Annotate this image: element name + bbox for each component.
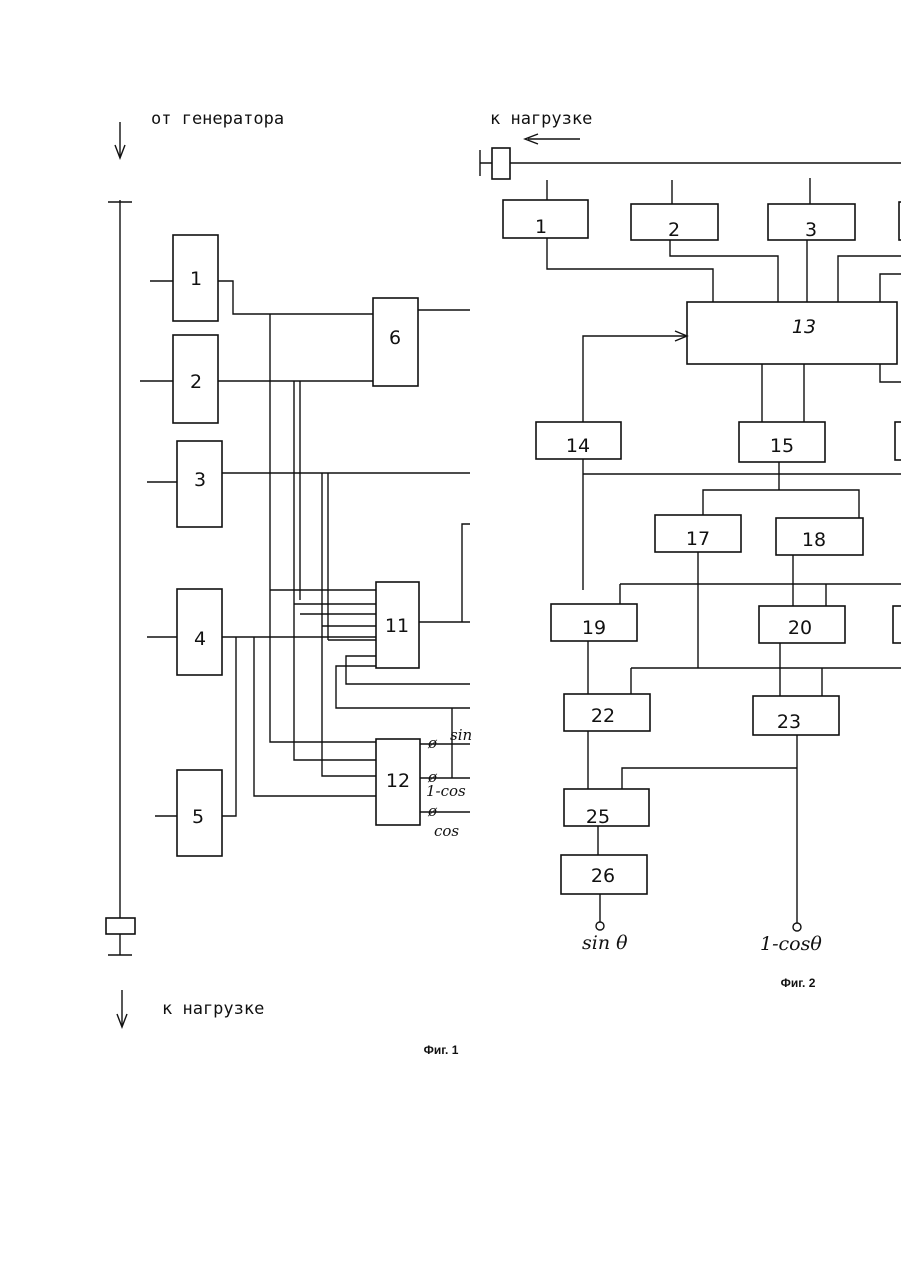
fig2-block-15-label: 15 [770, 435, 794, 457]
load-sensor-block [106, 918, 135, 934]
figure-1: от генератора к нагрузке 1 2 3 4 5 6 11 [106, 109, 472, 1057]
fig1-block-6-label: 6 [389, 327, 401, 349]
fig2-block-18-label: 18 [802, 529, 826, 551]
fig2-block-partial [893, 606, 901, 643]
fig2-caption: Фиг. 2 [781, 976, 816, 990]
fig2-block-partial [895, 422, 901, 460]
fig2-block-23-label: 23 [777, 711, 801, 733]
fig1-block-3-label: 3 [194, 469, 206, 491]
fig1-block-12-label: 12 [386, 770, 410, 792]
fig2-block-13-label: 13 [792, 316, 816, 338]
fig1-output-one-minus-cos: 1-cos [426, 782, 466, 800]
output-terminal-one-minus-cos [793, 923, 801, 931]
fig1-output-sin: sin [450, 726, 472, 744]
fig1-block-4-label: 4 [194, 628, 206, 650]
fig2-block-3-label: 3 [805, 219, 817, 241]
output-terminal-sin [596, 922, 604, 930]
fig1-block-2-label: 2 [190, 371, 202, 393]
fig2-block-25-label: 25 [586, 806, 610, 828]
fig2-block-17-label: 17 [686, 528, 710, 550]
fig2-output-one-minus-cos-theta: 1-cosθ [760, 933, 822, 955]
figure-2: к нагрузке 1 2 3 13 14 15 [480, 109, 901, 990]
fig2-block-20-label: 20 [788, 617, 812, 639]
fig2-block-1-label: 1 [535, 216, 547, 238]
fig1-block-1-label: 1 [190, 268, 202, 290]
fig2-output-sin-theta: sin θ [582, 932, 628, 954]
fig1-output-cos: cos [434, 822, 459, 840]
fig1-pin-zero: ø [427, 734, 438, 752]
fig2-top-label: к нагрузке [490, 109, 592, 129]
fig2-block-22-label: 22 [591, 705, 615, 727]
fig1-caption: Фиг. 1 [424, 1043, 459, 1057]
fig2-block-14-label: 14 [566, 435, 590, 457]
fig1-block-5-label: 5 [192, 806, 204, 828]
fig1-block-11-label: 11 [385, 615, 409, 637]
fig2-load-sensor [492, 148, 510, 179]
fig2-block-26-label: 26 [591, 865, 615, 887]
fig2-block-2-label: 2 [668, 219, 680, 241]
fig1-top-label: от генератора [151, 109, 284, 129]
fig2-block-19-label: 19 [582, 617, 606, 639]
fig1-bottom-label: к нагрузке [162, 999, 264, 1019]
fig1-pin-zero: ø [427, 802, 438, 820]
